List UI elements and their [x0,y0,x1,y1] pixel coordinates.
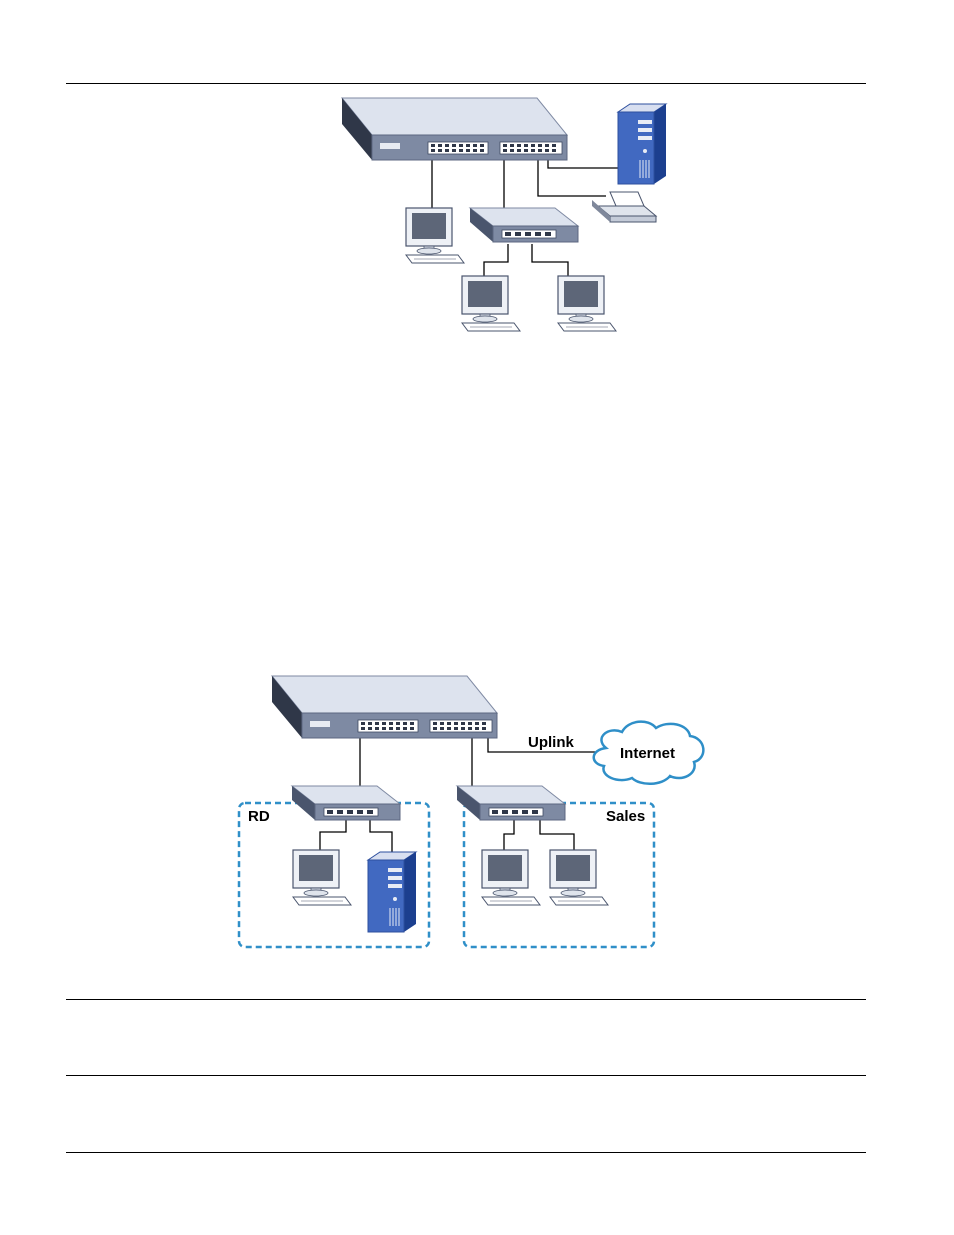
footer-rule-2 [66,1075,866,1076]
rd-workstation-icon [293,850,351,905]
diagram-basic-application [342,98,666,331]
sales-workstation-icon-2 [550,850,608,905]
workstation-icon-3 [558,276,616,331]
footer-rule-3 [66,1152,866,1153]
workgroup-switch [470,208,578,242]
sales-switch [457,786,565,820]
sales-group-label: Sales [606,808,645,825]
server-tower-icon [618,104,666,184]
workstation-icon-1 [406,208,464,263]
rd-server-icon [368,852,416,932]
sales-workstation-icon-1 [482,850,540,905]
main-switch [342,98,567,160]
workstation-icon-2 [462,276,520,331]
network-diagrams [0,0,954,1000]
internet-label: Internet [620,745,675,762]
rd-switch [292,786,400,820]
rd-group-label: RD [248,808,270,825]
uplink-label: Uplink [528,734,574,751]
footer-rule-1 [66,999,866,1000]
core-switch [272,676,497,738]
